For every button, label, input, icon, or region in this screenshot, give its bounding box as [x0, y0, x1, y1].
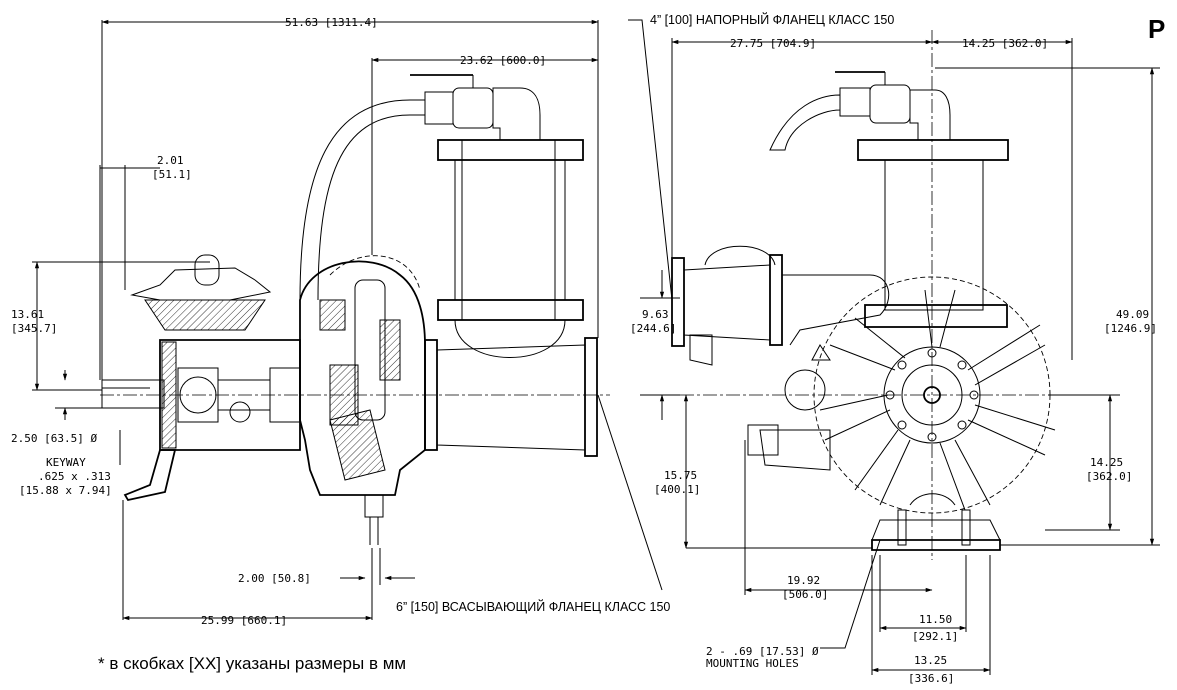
elbow [492, 87, 541, 141]
dim-shaft-dia: 2.50 [63.5] Ø [11, 432, 97, 445]
suction-pipe [436, 344, 586, 451]
vessel-top-flange [437, 139, 584, 161]
dim-holes-a: 2 - .69 [17.53] Ø [706, 645, 819, 658]
air-line-front [769, 94, 841, 151]
dim-right-height-a: 14.25 [1090, 456, 1123, 469]
dim-suction-to-vessel: 23.62 [600.0] [460, 54, 546, 67]
bottom-lug [909, 493, 956, 506]
dim-right-height-b: [362.0] [1086, 470, 1132, 483]
vessel-body [454, 159, 566, 301]
air-line [299, 99, 425, 301]
ball-valve-front [869, 84, 911, 124]
wheel-spokes [811, 289, 1056, 511]
dim-holes-b: MOUNTING HOLES [706, 657, 799, 670]
dim-foot-offset-a: 19.92 [787, 574, 820, 587]
hub-bolts [885, 348, 979, 442]
discharge-flange-label: 4” [100] НАПОРНЫЙ ФЛАНЕЦ КЛАСС 150 [650, 12, 894, 27]
pump-casing [299, 260, 426, 496]
dim-shaft-offset-a: 2.01 [157, 154, 184, 167]
dim-height-b: [345.7] [11, 322, 57, 335]
dim-keyway-b: .625 x .313 [38, 470, 111, 483]
bearing-frame [159, 339, 301, 451]
front-view [671, 30, 1100, 560]
vessel-bottom-flange-front [864, 304, 1008, 328]
base-foot [871, 539, 1001, 551]
shaft [101, 379, 165, 409]
dim-total-height-a: 49.09 [1116, 308, 1149, 321]
ball-valve [452, 87, 494, 129]
shaft-hole [923, 386, 941, 404]
dim-keyway-a: KEYWAY [46, 456, 86, 469]
dim-overall-length: 51.63 [1311.4] [285, 16, 378, 29]
volute-top [704, 245, 776, 266]
vessel-body-front [884, 159, 984, 311]
corner-letter: P [1148, 14, 1165, 44]
suction-flange-label: 6” [150] ВСАСЫВАЮЩИЙ ФЛАНЕЦ КЛАСС 150 [396, 599, 670, 614]
dim-foot-spacing-b: [292.1] [912, 630, 958, 643]
dim-keyway-c: [15.88 x 7.94] [19, 484, 112, 497]
front-view-dimensions [628, 19, 1160, 675]
drain-plug [364, 494, 384, 518]
dim-foot-width-b: [336.6] [908, 672, 954, 685]
dim-discharge-height-b: [244.6] [630, 322, 676, 335]
dim-total-height-b: [1246.9] [1104, 322, 1157, 335]
vessel-top-flange-front [857, 139, 1009, 161]
suction-flange [584, 337, 598, 457]
dim-height-a: 13.61 [11, 308, 44, 321]
dim-centerline-height-b: [400.1] [654, 483, 700, 496]
dim-base-length: 25.99 [660.1] [201, 614, 287, 627]
dim-foot-offset-b: [506.0] [782, 588, 828, 601]
bracket-foot [123, 449, 177, 502]
dim-drain-offset: 2.00 [50.8] [238, 572, 311, 585]
dim-shaft-offset-b: [51.1] [152, 168, 192, 181]
side-view [100, 74, 610, 545]
dim-side-right: 14.25 [362.0] [962, 37, 1048, 50]
dim-foot-spacing-a: 11.50 [919, 613, 952, 626]
dim-side-left: 27.75 [704.9] [730, 37, 816, 50]
side-view-dimensions [32, 19, 663, 621]
coupling [424, 91, 454, 125]
vessel-bottom-flange [437, 299, 584, 321]
dim-foot-width-a: 13.25 [914, 654, 947, 667]
dim-centerline-height-a: 15.75 [664, 469, 697, 482]
footnote: * в скобках [XX] указаны размеры в мм [98, 654, 406, 673]
dim-discharge-height-a: 9.63 [642, 308, 669, 321]
